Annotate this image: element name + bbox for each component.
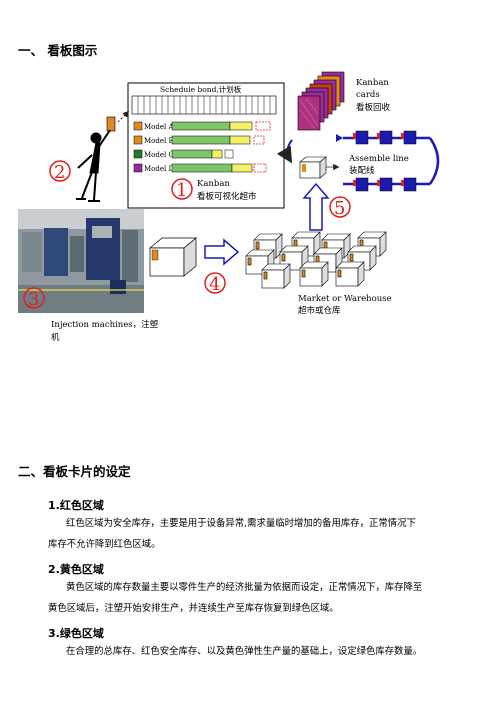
model-row-b: Model B [133, 135, 265, 145]
assembly-feed-box [299, 156, 327, 179]
model-c-label: Model C [144, 151, 174, 159]
assembly-line [336, 130, 440, 192]
injection-label-en: Injection machines，注塑 [51, 319, 159, 330]
step-1-text: 1 [176, 180, 187, 201]
kanban-cards-label-en2: cards [356, 90, 380, 100]
kanban-cards-label-zh: 看板回收 [356, 102, 391, 113]
schedule-board-header [131, 95, 277, 115]
section1-title: 一、 看板图示 [18, 43, 98, 58]
red-zone-para-line1: 红色区域为安全库存，主要是用于设备异常,需求量临时增加的备用库存，正常情况下 [66, 518, 416, 529]
step-2-marker: 2 [49, 160, 71, 183]
step-4-text: 4 [209, 274, 220, 295]
yellow-zone-para-line2: 黄色区域后，注塑开始安排生产，并连续生产至库存恢复到绿色区域。 [48, 603, 339, 614]
warehouse-boxes [245, 231, 387, 289]
step-3-marker: 3 [23, 287, 45, 310]
injection-label-zh: 机 [51, 332, 60, 343]
step-4-marker: 4 [204, 272, 226, 295]
yellow-zone-heading: 2.黄色区域 [48, 563, 104, 576]
assemble-line-label-en: Assemble line [348, 154, 409, 164]
step-1-marker: 1 [171, 178, 193, 201]
step-5-marker: 5 [329, 196, 351, 219]
model-a-label: Model A [144, 123, 174, 131]
red-zone-heading: 1.红色区域 [48, 499, 104, 512]
green-zone-heading: 3.绿色区域 [48, 627, 104, 640]
up-arrow [302, 182, 330, 231]
step-2-text: 2 [54, 162, 65, 183]
kanban-card-stack [297, 71, 345, 131]
product-box [149, 237, 197, 277]
model-b-label: Model B [144, 137, 174, 145]
step-3-text: 3 [28, 289, 39, 310]
market-label-en: Market or Warehouse [298, 294, 392, 304]
model-d-label: Model D [144, 165, 174, 173]
schedule-board-label: Schedule bond,计划板 [160, 84, 242, 94]
assemble-line-label-zh: 装配线 [349, 165, 375, 176]
kanban-board-label-en: Kanban [197, 179, 230, 189]
red-zone-para-line2: 库存不允许降到红色区域。 [48, 539, 161, 550]
kanban-diagram: Schedule bond,计划板 Model A Model B Model … [18, 71, 440, 343]
kanban-cards-label-en: Kanban [356, 78, 389, 88]
model-row-a: Model A [133, 121, 271, 131]
right-arrow [204, 238, 240, 266]
section2-title: 二、看板卡片的设定 [18, 464, 131, 479]
model-row-d: Model D [133, 163, 267, 173]
injection-machine-photo [18, 209, 144, 313]
green-zone-para-line1: 在合理的总库存、红色安全库存、以及黄色弹性生产量的基础上，设定绿色库存数量。 [66, 646, 423, 657]
model-row-c: Model C [133, 149, 234, 159]
yellow-zone-para-line1: 黄色区域的库存数量主要以零件生产的经济批量为依据而设定，正常情况下，库存降至 [66, 582, 423, 593]
kanban-board-label-zh: 看板可视化超市 [197, 191, 257, 202]
step-5-text: 5 [334, 198, 345, 219]
market-label-zh: 超市或仓库 [298, 305, 341, 316]
person-figure [76, 116, 116, 202]
